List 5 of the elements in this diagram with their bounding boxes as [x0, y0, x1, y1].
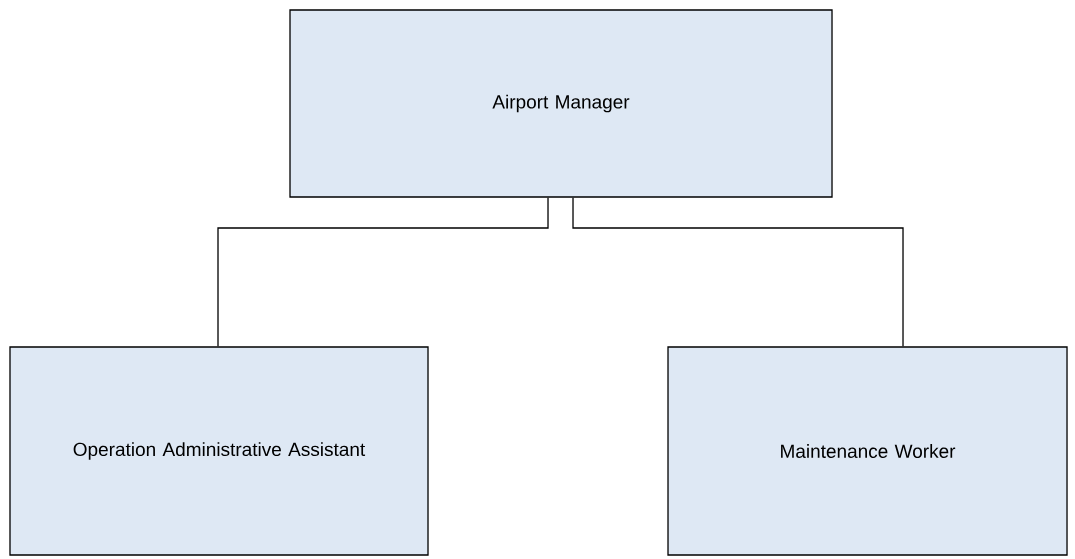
org-box: Operation Administrative Assistant — [9, 346, 429, 556]
connector-line — [572, 197, 904, 347]
org-box: Airport Manager — [289, 9, 833, 198]
org-box: Maintenance Worker — [667, 346, 1068, 556]
connector-line — [217, 197, 549, 347]
